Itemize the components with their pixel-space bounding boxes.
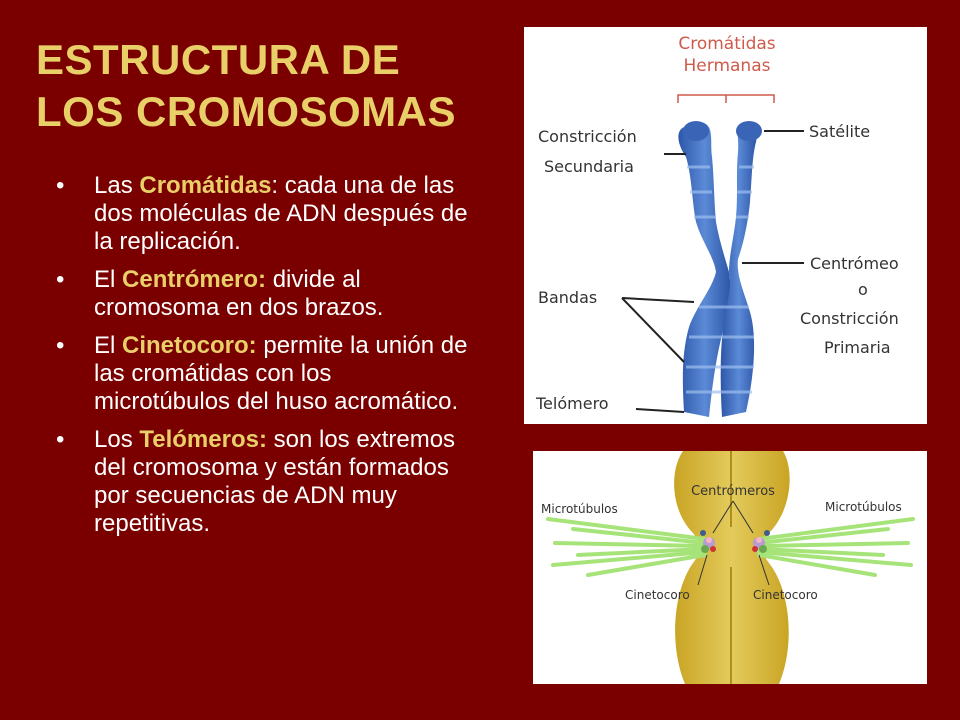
label-constriccion-primaria-1: Constricción [800,309,899,328]
bullet-cromatidas: • Las Cromátidas: cada una de las dos mo… [52,172,472,256]
bullet-term: Centrómero: [122,266,267,293]
label-secundaria: Secundaria [544,157,634,176]
bullet-dot: • [56,332,65,359]
title-line-1: ESTRUCTURA DE [36,36,401,83]
sister-bracket [677,94,775,103]
chromosome-bands [686,165,754,394]
bullet-telomeros: • Los Telómeros: son los extremos del cr… [52,426,472,538]
pointer-telomero [635,408,685,413]
chromosome-diagram-svg: Cromátidas Hermanas Constricción Secunda… [535,34,899,418]
bullet-prefix: El [94,332,123,359]
satellite-right [736,121,762,141]
bullet-prefix: Las [94,172,140,199]
slide-title: ESTRUCTURA DE LOS CROMOSOMAS [36,34,516,138]
pointer-cinetocoro-right [758,554,770,586]
bullet-centromero: • El Centrómero: divide al cromosoma en … [52,266,472,322]
satellite-left [683,121,709,141]
bullet-cinetocoro: • El Cinetocoro: permite la unión de las… [52,332,472,416]
chromatid-left [678,123,731,417]
bullet-term: Cinetocoro: [122,332,257,359]
bullet-text: divide al cromosoma en dos brazos. [94,266,384,321]
label-centromeros: Centrómeros [691,484,775,499]
pointer-bandas-1 [621,297,695,303]
bullet-text: permite la unión de las cromátidas con l… [94,332,468,415]
bullet-prefix: Los [94,426,140,453]
chromosome-diagram: Cromátidas Hermanas Constricción Secunda… [524,27,927,424]
label-microtubulos-right: Microtúbulos [825,500,902,514]
pointer-cinetocoro-left [697,554,708,586]
label-hermanas: Hermanas [684,56,771,76]
bullet-text: : cada una de las dos moléculas de ADN d… [94,172,468,255]
label-primaria: Primaria [824,338,891,357]
bullet-list: • Las Cromátidas: cada una de las dos mo… [52,172,472,548]
label-cromatidas: Cromátidas [678,34,775,54]
label-bandas: Bandas [538,288,597,307]
microtubules-left [546,517,707,577]
kinetochore-left [700,530,716,553]
bullet-text: son los extremos del cromosoma y están f… [94,426,456,537]
label-cinetocoro-left: Cinetocoro [625,588,690,602]
pointer-bandas-2 [621,297,685,363]
chromatid-right [720,125,757,418]
label-cinetocoro-right: Cinetocoro [753,588,818,602]
kinetochore-diagram: Centrómeros Microtúbulos Microtúbulos Ci… [533,451,927,684]
bullet-prefix: El [94,266,123,293]
label-satelite: Satélite [809,122,870,141]
bullet-term: Cromátidas [139,172,272,199]
title-line-2: LOS CROMOSOMAS [36,88,457,135]
bullet-dot: • [56,266,65,293]
pointer-centromeros-right [732,500,754,534]
bullet-term: Telómeros: [139,426,267,453]
label-microtubulos-left: Microtúbulos [541,502,618,516]
pointer-centromeros-left [712,500,734,534]
microtubules-right [757,517,915,577]
label-o: o [858,280,868,299]
kinetochore-right [752,530,770,553]
kinetochore-diagram-svg: Centrómeros Microtúbulos Microtúbulos Ci… [541,451,915,684]
bullet-dot: • [56,426,65,453]
label-constriccion-secundaria-1: Constricción [538,127,637,146]
label-telomero: Telómero [535,394,609,413]
bullet-dot: • [56,172,65,199]
label-centromero: Centrómeo [810,254,899,273]
